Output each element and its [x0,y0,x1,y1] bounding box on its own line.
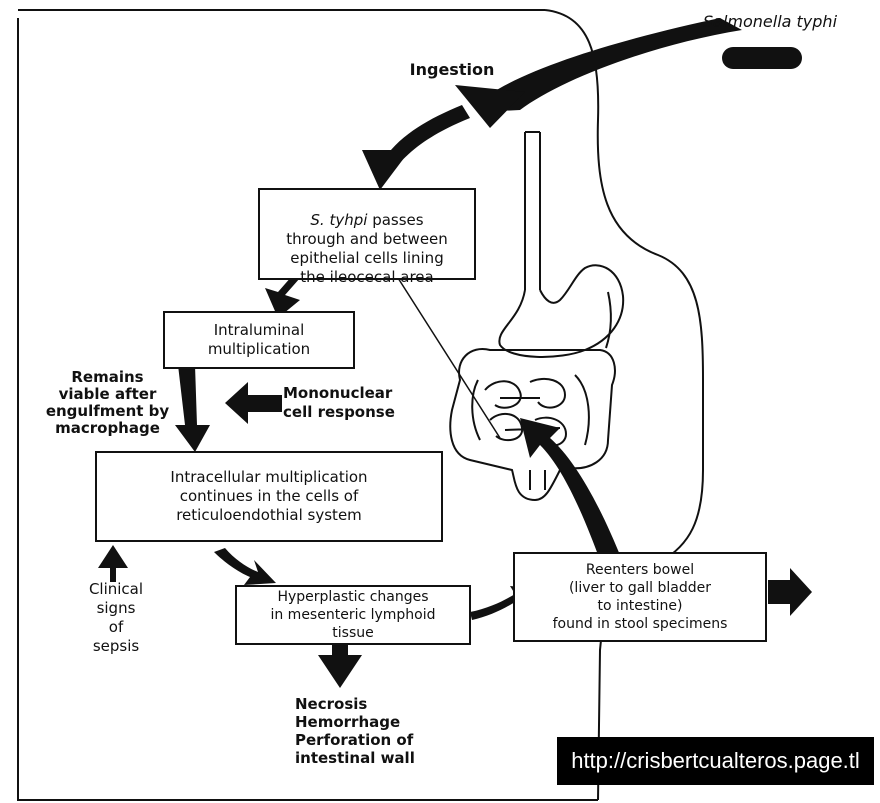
box-intraluminal-multiplication: Intraluminal multiplication [163,311,355,369]
exit-arrow [768,568,812,616]
frame-border [17,18,598,801]
necrosis-arrow [318,638,362,688]
arrow-to-intraluminal [265,276,300,318]
label-remains-viable: Remains viable after engulfment by macro… [45,368,170,437]
organism-label: Salmonella typhi [702,12,838,31]
esophagus [524,132,541,290]
arrow-to-intracellular [175,365,210,452]
label-clinical-signs: Clinical signs of sepsis [88,580,144,655]
arrow-to-hyperplastic [214,548,276,585]
ingestion-arrow-head [455,85,525,128]
box-passes-through-epithelium: S. tyhpi passes through and between epit… [258,188,476,286]
box-intracellular-multiplication: Intracellular multiplication continues i… [95,451,443,542]
mononuclear-arrow [225,382,282,424]
watermark-url: http://crisbertcualteros.page.tl [557,737,874,785]
gall-bladder [605,291,612,349]
ileocecal-pointer-line [397,277,501,439]
stomach [498,264,625,358]
label-outcomes: Necrosis Hemorrhage Perforation of intes… [295,695,415,767]
clinical-signs-arrow [98,545,128,582]
arrow-back-to-bowel [520,418,622,560]
rectum [529,470,546,490]
box-hyperplastic-changes: Hyperplastic changes in mesenteric lymph… [235,585,471,645]
organism-abbrev: S. tyhpi [310,211,368,229]
box-reenters-bowel: Reenters bowel (liver to gall bladder to… [513,552,767,642]
label-mononuclear-response: Mononuclear cell response [283,384,395,421]
ingestion-label: Ingestion [409,60,495,79]
ingestion-arrow-lower-head [362,150,410,190]
bacterium-shape [722,47,802,69]
body-silhouette [544,9,704,801]
passes-text: passes through and between epithelial ce… [286,211,448,286]
ingestion-arrow-body [478,18,742,112]
